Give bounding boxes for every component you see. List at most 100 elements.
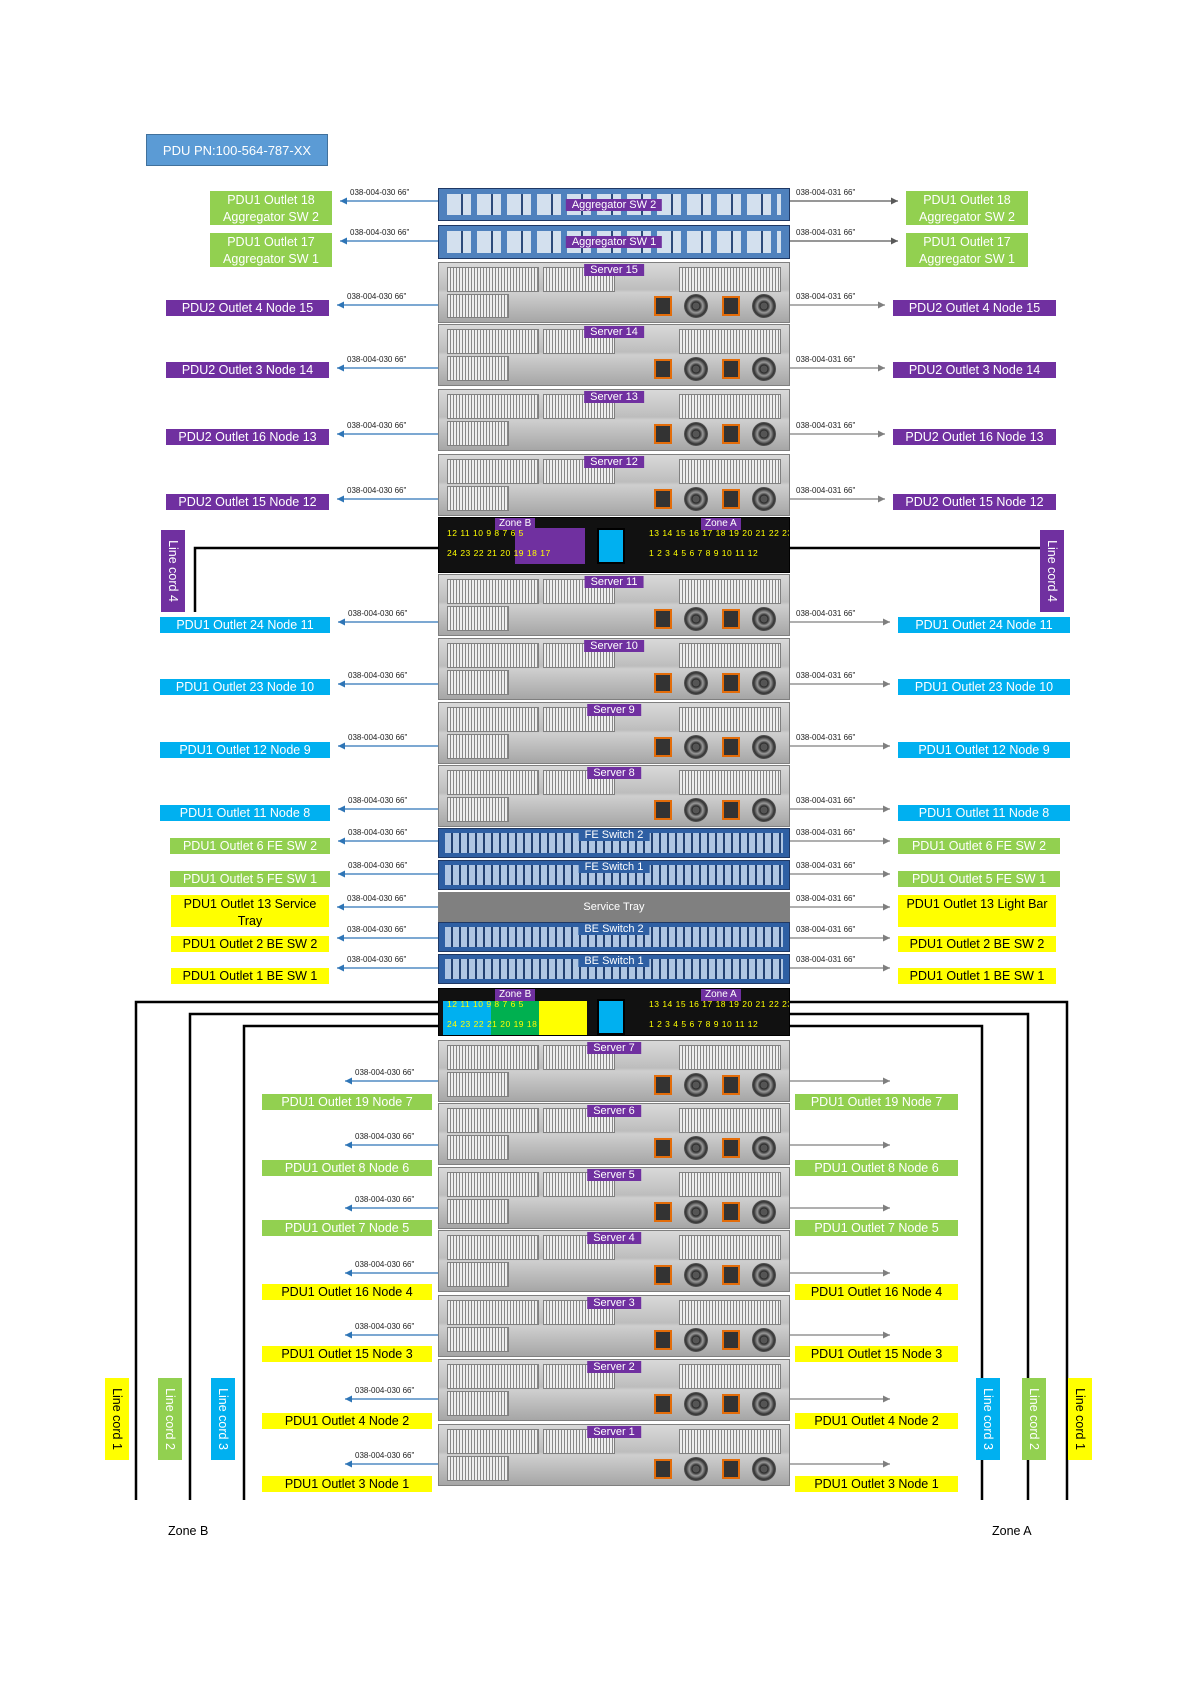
device-label: Server 15 xyxy=(584,264,644,276)
fan-icon xyxy=(684,422,708,446)
fan-icon xyxy=(684,357,708,381)
rack-device-server: Server 14 xyxy=(438,324,790,386)
right-cable-part: 038-004-031 66" xyxy=(796,894,856,903)
rack-device-server: Server 13 xyxy=(438,389,790,451)
server-drive-grill xyxy=(447,770,539,795)
left-outlet-label: PDU2 Outlet 3 Node 14 xyxy=(166,362,329,378)
left-outlet-label: PDU2 Outlet 4 Node 15 xyxy=(166,300,329,316)
server-drive-grill xyxy=(679,267,781,292)
server-drive-grill xyxy=(679,1364,781,1389)
left-cable-part: 038-004-030 66" xyxy=(348,796,408,805)
power-inlet-icon xyxy=(654,1394,672,1414)
right-outlet-label: PDU2 Outlet 3 Node 14 xyxy=(893,362,1056,378)
fan-icon xyxy=(684,798,708,822)
right-outlet-label: PDU1 Outlet 17 Aggregator SW 1 xyxy=(906,233,1028,267)
right-cable-part: 038-004-031 66" xyxy=(796,292,856,301)
fan-icon xyxy=(684,735,708,759)
rack-device-fe: FE Switch 2 xyxy=(438,828,790,858)
power-inlet-icon xyxy=(654,1075,672,1095)
left-cable-arrow xyxy=(345,1269,352,1277)
server-drive-grill xyxy=(447,267,539,292)
power-inlet-icon xyxy=(654,1138,672,1158)
server-io-grill xyxy=(447,1262,509,1287)
line-cord-2-left-label: Line cord 2 xyxy=(163,1388,177,1450)
server-drive-grill xyxy=(679,1235,781,1260)
server-drive-grill xyxy=(447,1172,539,1197)
fan-icon xyxy=(684,487,708,511)
power-inlet-icon xyxy=(722,800,740,820)
device-label: Aggregator SW 1 xyxy=(565,236,663,248)
right-cable-part: 038-004-031 66" xyxy=(796,355,856,364)
fan-icon xyxy=(684,294,708,318)
line-cord-1-right: Line cord 1 xyxy=(1068,1378,1092,1460)
right-cable-arrow xyxy=(883,934,890,942)
pdu-outlet-numbers: 12 11 10 9 8 7 6 5 xyxy=(447,999,524,1009)
device-label: Server 14 xyxy=(584,326,644,338)
device-label: Server 4 xyxy=(587,1232,641,1244)
left-outlet-label: PDU1 Outlet 12 Node 9 xyxy=(160,742,330,758)
right-cable-arrow xyxy=(878,364,885,372)
right-cable-part: 038-004-031 66" xyxy=(796,671,856,680)
server-io-grill xyxy=(447,1199,509,1224)
server-io-grill xyxy=(447,1456,509,1481)
line-cord-4-right-label: Line cord 4 xyxy=(1045,540,1059,602)
line-cord-1-left-wire xyxy=(134,1000,438,1500)
pdu-outlet-numbers: 12 11 10 9 8 7 6 5 xyxy=(447,528,524,538)
server-drive-grill xyxy=(447,1045,539,1070)
pdu-outlet-numbers: 1 2 3 4 5 6 7 8 9 10 11 12 xyxy=(649,548,759,558)
power-inlet-icon xyxy=(722,737,740,757)
right-cable-arrow xyxy=(878,495,885,503)
left-cable-arrow xyxy=(345,1077,352,1085)
line-cord-4-right: Line cord 4 xyxy=(1040,530,1064,612)
left-outlet-label: PDU1 Outlet 2 BE SW 2 xyxy=(171,936,329,952)
right-outlet-label: PDU1 Outlet 16 Node 4 xyxy=(795,1284,958,1300)
rack-device-fe: BE Switch 2 xyxy=(438,922,790,952)
left-cable-part: 038-004-030 66" xyxy=(355,1322,415,1331)
left-cable-arrow xyxy=(345,1395,352,1403)
fan-icon xyxy=(752,1392,776,1416)
rack-device-server: Server 15 xyxy=(438,262,790,323)
left-outlet-label: PDU2 Outlet 15 Node 12 xyxy=(166,494,329,510)
left-cable-arrow xyxy=(345,1204,352,1212)
power-inlet-icon xyxy=(654,1265,672,1285)
line-cord-4-left-label: Line cord 4 xyxy=(166,540,180,602)
power-inlet-icon xyxy=(654,359,672,379)
server-drive-grill xyxy=(447,707,539,732)
server-io-grill xyxy=(447,606,509,631)
right-cable-arrow xyxy=(883,680,890,688)
zone-b-label: Zone B xyxy=(168,1524,209,1538)
left-outlet-label: PDU1 Outlet 23 Node 10 xyxy=(160,679,330,695)
switch-ports xyxy=(445,865,783,885)
server-drive-grill xyxy=(447,394,539,419)
line-cord-2-right: Line cord 2 xyxy=(1022,1378,1046,1460)
power-inlet-icon xyxy=(654,609,672,629)
right-cable-arrow xyxy=(883,1077,890,1085)
device-label: Aggregator SW 2 xyxy=(565,198,663,211)
power-inlet-icon xyxy=(654,489,672,509)
right-cable-part: 038-004-031 66" xyxy=(796,955,856,964)
fan-icon xyxy=(752,357,776,381)
fan-icon xyxy=(752,671,776,695)
device-label: BE Switch 2 xyxy=(578,923,650,935)
fan-icon xyxy=(752,607,776,631)
left-cable-arrow xyxy=(338,805,345,813)
line-cord-3-right-wire xyxy=(790,1024,984,1500)
right-cable-arrow xyxy=(883,1331,890,1339)
server-drive-grill xyxy=(679,707,781,732)
right-outlet-label: PDU1 Outlet 6 FE SW 2 xyxy=(898,838,1060,854)
left-cable-arrow xyxy=(337,364,344,372)
right-cable-arrow xyxy=(883,1204,890,1212)
power-inlet-icon xyxy=(722,1330,740,1350)
left-cable-part: 038-004-030 66" xyxy=(355,1068,415,1077)
rack-device-fe: FE Switch 1 xyxy=(438,860,790,890)
left-cable-part: 038-004-030 66" xyxy=(347,955,407,964)
line-cord-1-right-wire xyxy=(790,1000,1069,1500)
left-cable-part: 038-004-030 66" xyxy=(355,1260,415,1269)
pdu-outlet-bank xyxy=(443,1001,491,1035)
rack-device-agg: Aggregator SW 1 xyxy=(438,225,790,259)
server-io-grill xyxy=(447,486,509,511)
right-cable-arrow xyxy=(878,430,885,438)
fan-icon xyxy=(752,1263,776,1287)
power-inlet-icon xyxy=(722,673,740,693)
pdu-breaker-icon xyxy=(597,528,625,564)
